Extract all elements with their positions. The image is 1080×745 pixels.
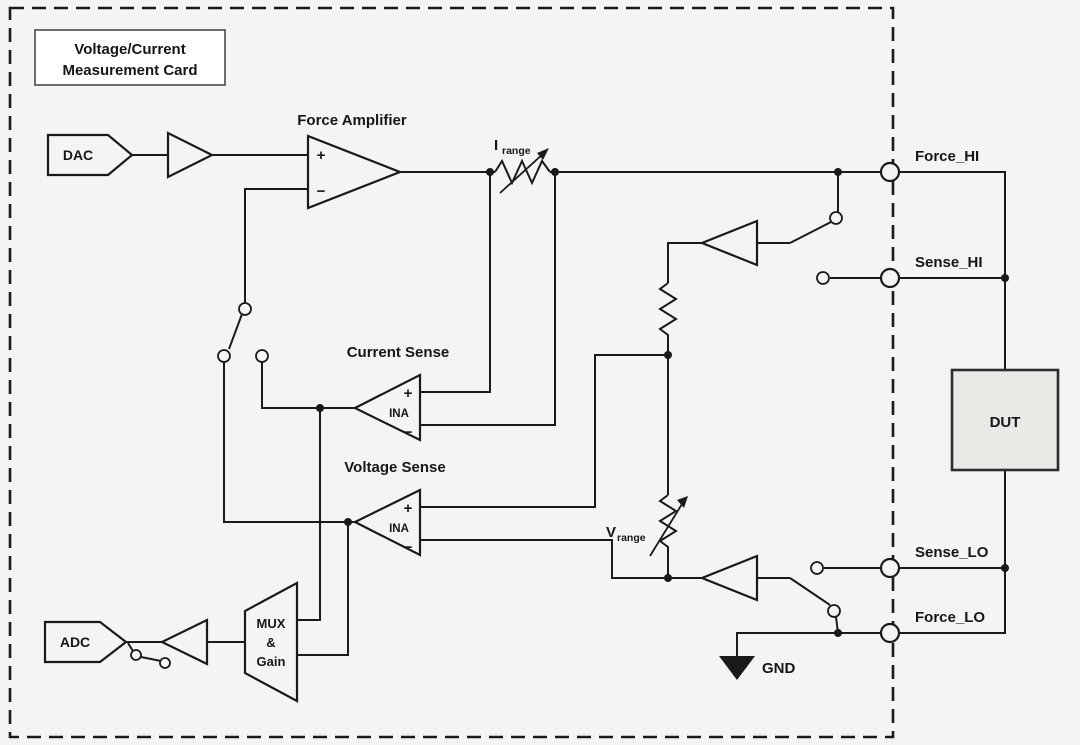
force-amp-plus: + <box>317 147 326 164</box>
voltage-sense-minus: − <box>404 539 413 556</box>
dut-label: DUT <box>990 414 1021 431</box>
force-lo-terminal <box>879 622 901 644</box>
terminals <box>879 161 901 644</box>
junction-dot <box>316 404 324 412</box>
card-title-line2: Measurement Card <box>62 62 197 79</box>
junction-dot <box>834 168 842 176</box>
sense-hi-label: Sense_HI <box>915 254 983 271</box>
junction-dot <box>664 574 672 582</box>
adc-label: ADC <box>60 634 90 650</box>
voltage-sense-label: Voltage Sense <box>344 459 445 476</box>
adc-switch-contact <box>130 649 142 661</box>
v-range-arrow <box>649 503 683 557</box>
feedback-switch-pole <box>238 302 252 316</box>
i-range-subscript: range <box>502 145 531 157</box>
mux-gain-block <box>243 581 299 703</box>
dac-buffer <box>166 131 215 179</box>
wire <box>261 362 355 409</box>
current-sense-label: Current Sense <box>347 344 450 361</box>
wire <box>244 188 308 303</box>
card-boundary <box>8 6 895 739</box>
junction-dot <box>664 351 672 359</box>
i-range-arrow <box>499 152 545 194</box>
wire <box>667 242 702 283</box>
force-amplifier-label: Force Amplifier <box>297 112 407 129</box>
i-range-resistor <box>494 158 551 186</box>
wire <box>297 408 321 621</box>
v-range-arrowhead <box>677 496 688 508</box>
card-title-line1: Voltage/Current <box>74 41 185 58</box>
sense-hi-buffer <box>699 219 759 267</box>
ground-icon <box>719 656 755 680</box>
force-lo-label: Force_LO <box>915 609 985 626</box>
sense-hi-terminal <box>879 267 901 289</box>
force-hi-terminal <box>879 161 901 183</box>
v-range-resistor <box>658 494 678 552</box>
mux-label-line2: & <box>266 635 275 650</box>
v-range-subscript: range <box>617 532 646 544</box>
v-range-symbol: V <box>606 524 616 541</box>
card-title-box <box>34 29 226 86</box>
mux-label-line3: Gain <box>257 654 286 669</box>
sense-lo-buffer <box>699 554 759 602</box>
sense-divider-resistor <box>658 282 678 341</box>
wire <box>420 172 556 426</box>
voltage-sense-ina-label: INA <box>389 523 409 535</box>
wire <box>420 354 668 508</box>
current-sense-ina-symbol <box>352 373 422 442</box>
wire <box>736 632 881 656</box>
sense-hi-switch-arm <box>789 221 832 244</box>
wire <box>297 522 349 656</box>
junction-dot <box>1001 564 1009 572</box>
wire <box>223 362 355 523</box>
wire <box>899 470 1006 634</box>
dac-block <box>46 133 134 177</box>
junction-dot <box>1001 274 1009 282</box>
junction-dot <box>834 629 842 637</box>
dut-block <box>950 368 1060 472</box>
wire <box>420 539 668 579</box>
wires <box>126 154 1006 662</box>
current-sense-ina-label: INA <box>389 408 409 420</box>
wire <box>420 172 491 393</box>
voltage-sense-plus: + <box>404 500 413 517</box>
sense-lo-contact-sense <box>810 561 824 575</box>
voltage-sense-ina-symbol <box>352 488 422 557</box>
feedback-contact-voltage <box>217 349 231 363</box>
junction-dot <box>551 168 559 176</box>
i-range-symbol: I <box>494 137 498 154</box>
adc-buffer <box>159 618 209 666</box>
junction-dot <box>344 518 352 526</box>
sense-lo-label: Sense_LO <box>915 544 989 561</box>
junction-dot <box>486 168 494 176</box>
adc-block <box>43 620 128 664</box>
dac-label: DAC <box>63 147 93 163</box>
current-sense-minus: − <box>404 424 413 441</box>
feedback-contact-current <box>255 349 269 363</box>
feedback-switch-arm <box>228 313 243 350</box>
mux-label-line1: MUX <box>257 616 286 631</box>
adc-switch-contact <box>159 657 171 669</box>
force-hi-label: Force_HI <box>915 148 979 165</box>
sense-lo-terminal <box>879 557 901 579</box>
sense-hi-contact-sense <box>816 271 830 285</box>
switch-contacts <box>130 211 843 669</box>
gnd-label: GND <box>762 660 796 677</box>
i-range-arrowhead <box>537 148 549 160</box>
adc-switch-arm <box>140 656 162 662</box>
wire <box>899 171 1006 370</box>
force-amplifier-symbol <box>306 134 404 210</box>
sense-lo-contact-force <box>827 604 841 618</box>
wire <box>127 642 134 652</box>
force-amp-minus: − <box>317 183 326 200</box>
sense-lo-switch-arm <box>789 577 831 606</box>
resistors <box>494 148 688 557</box>
junction-dots <box>316 168 1009 637</box>
sense-hi-contact-force <box>829 211 843 225</box>
current-sense-plus: + <box>404 385 413 402</box>
